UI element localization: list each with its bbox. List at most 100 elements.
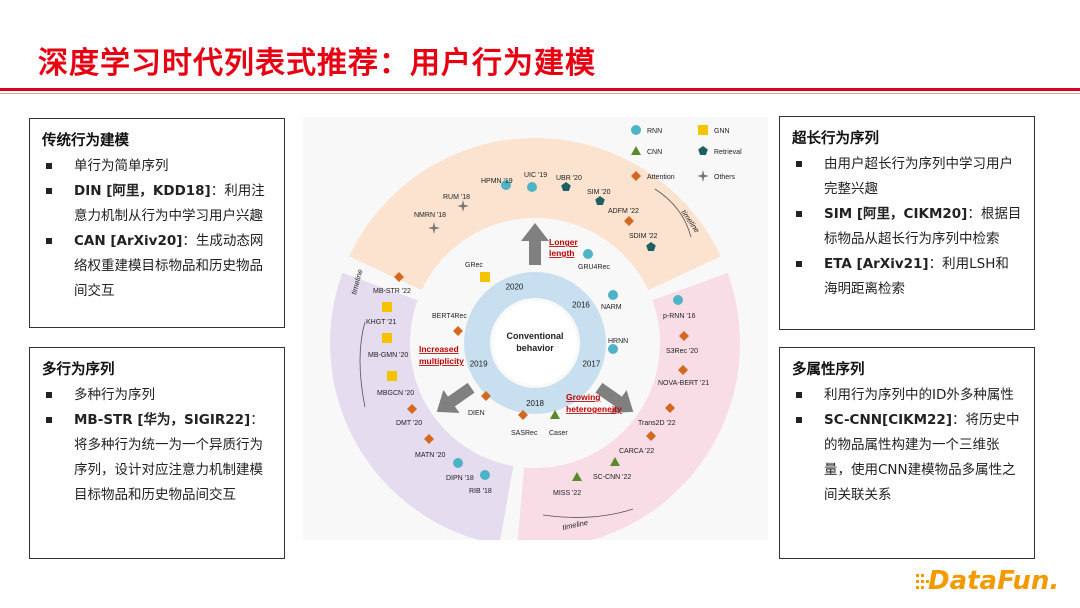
- list-item-text: 利用行为序列中的ID外多种属性: [824, 387, 1014, 403]
- model-label: MB-GMN '20: [368, 352, 408, 359]
- logo-dots-icon: [916, 574, 929, 589]
- model-marker-circle-icon: [501, 180, 511, 190]
- legend-label: GNN: [714, 128, 730, 135]
- arrow-heterogeneity-shape: [595, 382, 634, 413]
- model-label: CARCA '22: [619, 448, 654, 455]
- model-label: UBR '20: [556, 175, 582, 182]
- model-label: SASRec: [511, 430, 538, 437]
- model-marker-pentagon-icon: [646, 242, 656, 251]
- model-marker-star-icon: [428, 222, 440, 234]
- list-item: ETA [ArXiv21]：利用LSH和海明距离检索: [792, 252, 1022, 302]
- list-item-text: ：将历史中的物品属性构建为一个三维张量，使用CNN建模物品多属性之间关联关系: [824, 412, 1020, 503]
- model-label: DMT '20: [396, 420, 422, 427]
- legend-others-icon: [697, 170, 709, 182]
- direction-label: Growing: [566, 392, 600, 402]
- model-label: SDIM '22: [629, 233, 658, 240]
- model-marker-circle-icon: [480, 470, 490, 480]
- title-divider: [0, 88, 1080, 91]
- model-label: Trans2D '22: [638, 420, 676, 427]
- center-disc: [493, 301, 577, 385]
- model-label: S3Rec '20: [666, 348, 698, 355]
- model-label: SIM '20: [587, 189, 611, 196]
- model-marker-square-icon: [480, 272, 490, 282]
- model-label: RIB '18: [469, 488, 492, 495]
- model-label: p-RNN '16: [663, 313, 696, 320]
- model-label: HRNN: [608, 338, 628, 345]
- arrow-longer-length-shape: [521, 223, 549, 265]
- model-label: HPMN '19: [481, 178, 513, 185]
- model-marker-square-icon: [382, 302, 392, 312]
- direction-label: length: [549, 248, 575, 258]
- model-marker-diamond-icon: [394, 272, 404, 282]
- model-label: MBGCN '20: [377, 390, 414, 397]
- list-item-bold: SIM [阿里，CIKM20]: [824, 206, 968, 222]
- arrow-heterogeneity: [595, 382, 634, 413]
- list-item-bold: CAN [ArXiv20]: [74, 233, 183, 249]
- model-marker-circle-icon: [608, 290, 618, 300]
- model-label: KHGT '21: [366, 319, 396, 326]
- legend-attention-icon: [631, 171, 641, 181]
- legend-cnn-icon: [631, 146, 641, 155]
- model-marker-diamond-icon: [665, 403, 675, 413]
- legend-label: CNN: [647, 149, 662, 156]
- box-list: 利用行为序列中的ID外多种属性 SC-CNN[CIKM22]：将历史中的物品属性构…: [792, 383, 1022, 508]
- datafun-logo: DataFun.: [928, 566, 1060, 596]
- model-label: NARM: [601, 304, 622, 311]
- model-label: MISS '22: [553, 490, 581, 497]
- model-marker-circle-icon: [608, 344, 618, 354]
- model-label: GRec: [465, 262, 483, 269]
- box-heading: 多属性序列: [792, 362, 865, 378]
- year-label: 2020: [506, 283, 524, 292]
- model-label: SC-CNN '22: [593, 474, 631, 481]
- list-item-text: 单行为简单序列: [74, 158, 169, 174]
- model-marker-triangle-icon: [610, 457, 620, 466]
- list-item: 利用行为序列中的ID外多种属性: [792, 383, 1022, 408]
- list-item-text: 多种行为序列: [74, 387, 155, 403]
- model-marker-star-icon: [457, 200, 469, 212]
- model-marker-diamond-icon: [646, 431, 656, 441]
- list-item-bold: MB-STR [华为，SIGIR22]: [74, 412, 251, 428]
- list-item-text: ：利用LSH和海明距离检索: [824, 256, 1009, 297]
- legend-label: RNN: [647, 128, 662, 135]
- model-label: RUM '18: [443, 194, 470, 201]
- list-item-text: ：将多种行为统一为一个异质行为序列，设计对应注意力机制建模目标物品和历史物品间交…: [74, 412, 264, 503]
- direction-label: heterogeneity: [566, 404, 622, 414]
- model-marker-circle-icon: [673, 295, 683, 305]
- list-item: 多种行为序列: [42, 383, 272, 408]
- arrow-multiplicity: [436, 382, 475, 413]
- list-item: SC-CNN[CIKM22]：将历史中的物品属性构建为一个三维张量，使用CNN建…: [792, 408, 1022, 508]
- list-item: MB-STR [华为，SIGIR22]：将多种行为统一为一个异质行为序列，设计对…: [42, 408, 272, 508]
- timeline-arc: [542, 508, 634, 518]
- page-title: 深度学习时代列表式推荐：用户行为建模: [38, 46, 596, 81]
- list-item-text: ：利用注意力机制从行为中学习用户兴趣: [74, 183, 265, 224]
- model-label: NMRN '18: [414, 212, 446, 219]
- year-label: 2016: [572, 300, 590, 309]
- timeline-arc: [654, 188, 692, 238]
- center-label-line1: Conventional: [506, 331, 563, 341]
- box-heading: 多行为序列: [42, 362, 115, 378]
- model-label: NOVA-BERT '21: [658, 380, 709, 387]
- list-item-bold: SC-CNN[CIKM22]: [824, 412, 952, 428]
- model-marker-pentagon-icon: [595, 196, 605, 205]
- arrow-multiplicity-shape: [436, 382, 475, 413]
- model-marker-diamond-icon: [518, 410, 528, 420]
- legend-gnn-icon: [698, 125, 708, 135]
- model-marker-diamond-icon: [407, 404, 417, 414]
- model-marker-circle-icon: [453, 458, 463, 468]
- multiplicity-band: [330, 272, 514, 545]
- timeline-arc: [359, 321, 366, 408]
- list-item: CAN [ArXiv20]：生成动态网络权重建模目标物品和历史物品间交互: [42, 229, 272, 304]
- direction-label: Increased: [419, 344, 459, 354]
- model-label: Caser: [549, 430, 568, 437]
- center-label-line2: behavior: [516, 343, 554, 353]
- legend-label: Retrieval: [714, 149, 742, 156]
- model-label: DIPN '18: [446, 475, 474, 482]
- year-label: 2017: [582, 360, 600, 369]
- list-item: SIM [阿里，CIKM20]：根据目标物品从超长行为序列中检索: [792, 202, 1022, 252]
- list-item-text: ：根据目标物品从超长行为序列中检索: [824, 206, 1022, 247]
- legend-retrieval-icon: [698, 146, 708, 155]
